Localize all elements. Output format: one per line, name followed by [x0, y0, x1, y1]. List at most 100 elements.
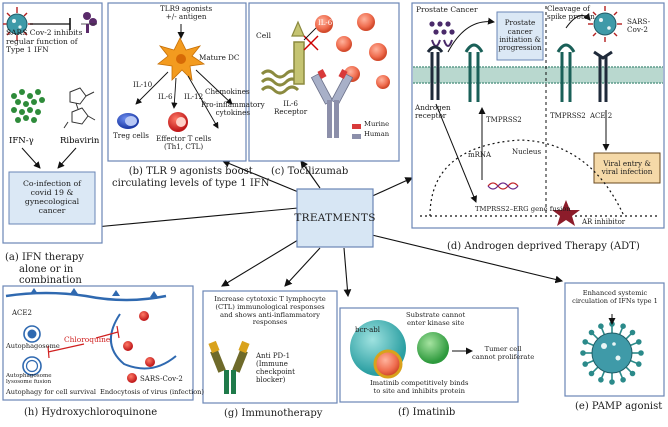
caption-hcq: (h) Hydroxychloroquinone: [24, 407, 158, 418]
androgen-molecules-icon: [429, 21, 455, 47]
caption-imatinib: (f) Imatinib: [398, 407, 456, 418]
il6-molecule-icon: [303, 15, 333, 51]
virus-spike-tip: [582, 361, 589, 367]
coinfection-box: Co-infection of covid 19 & gynecological…: [22, 179, 82, 215]
connector-arrows: [83, 159, 564, 298]
ar-inhibitor-star-icon: [552, 200, 580, 226]
dendritic-cell-icon: [157, 37, 206, 82]
il6-ball-label: IL-6: [318, 19, 333, 27]
virus-spike-tip: [598, 376, 604, 383]
treatments-label: TREATMENTS: [294, 211, 376, 224]
virus-spike-tip: [609, 379, 615, 385]
ribavirin-molecule-icon: [63, 87, 96, 129]
virus-spike-tip: [629, 370, 636, 377]
cleavage-label: Cleavage of spike protein: [547, 4, 595, 22]
panel-immunotherapy: [202, 290, 338, 404]
human-label: Human: [364, 130, 390, 138]
sars-cov2-virus-icon: [3, 7, 33, 41]
tmprss2-left-label: TMPRSS2: [486, 116, 522, 124]
il12-label: IL-12: [184, 92, 204, 101]
mature-dc-label: Mature DC: [199, 53, 240, 62]
caption-adt: (d) Androgen deprived Therapy (ADT): [447, 241, 640, 252]
androgen-receptor-label: Androgen receptor: [415, 103, 451, 121]
ifn-inhibition-icon: [30, 12, 97, 33]
virus-spike-tip: [629, 329, 636, 336]
virus-spike-tip: [588, 329, 595, 336]
dna-fusion-icon: [487, 182, 519, 190]
caption-pamp: (e) PAMP agonist: [575, 401, 663, 412]
sars-inhibits-ifn-text: SARS Cov-2 inhibits regular function of …: [6, 28, 83, 55]
tocilizumab-antibody-icon: [310, 69, 354, 138]
il10-label: IL-10: [133, 80, 153, 89]
sars-cov2-label: SARS- Cov-2: [627, 17, 651, 35]
tmprss2-right-icon: [556, 43, 576, 102]
caption-tocilizumab: (c) Tocilizumab: [271, 166, 349, 177]
cell-membrane: [413, 66, 663, 84]
endocytosis-label: Endocytosis of virus (infection): [100, 388, 204, 396]
panel-pamp: [564, 282, 665, 397]
il6-receptor-icon: [260, 20, 305, 95]
human-legend-swatch: [352, 134, 361, 139]
virus-spike-tip: [635, 339, 642, 345]
caption-tlr9: (b) TLR 9 agonists boost circulating lev…: [112, 166, 270, 189]
effector-t-cells-label: Effector T cells (Th1, CTL): [156, 134, 212, 152]
anti-pd1-label: Anti PD-1 (Immune checkpoint blocker): [256, 352, 295, 385]
imatinib-binds-label: Imatinib competitively binds to site and…: [370, 379, 469, 395]
murine-legend-swatch: [352, 124, 361, 129]
autophagosome-icon: [22, 325, 42, 376]
ctl-response-text: Increase cytotoxic T lymphocyte (CTL) im…: [214, 295, 326, 327]
tmprss2-left-icon: [464, 43, 484, 102]
virus-spike-tip: [580, 350, 586, 356]
murine-label: Murine: [364, 120, 390, 128]
sars-cov2-label: SARS-Cov-2: [140, 375, 183, 383]
pamp-virus-icon: [580, 321, 644, 385]
virus-spike-tip: [620, 376, 626, 383]
chemokines-label: Chemokines: [205, 87, 250, 96]
panel-imatinib: [339, 307, 519, 403]
panel-tocilizumab: [248, 2, 400, 162]
tmprss2-erg-fusion-label: TMPRSS2–ERG gene fusion: [475, 205, 571, 213]
panel-ifn: IFN-γ Ribavirin: [2, 2, 103, 244]
cell-label: Cell: [256, 31, 271, 40]
autophagy-survival-label: Autophagy for cell survival: [6, 388, 97, 396]
caption-ifn: (a) IFN therapy alone or in combination: [5, 252, 84, 286]
ace2-label: ACE 2: [590, 112, 613, 120]
ribavirin-label: Ribavirin: [60, 136, 100, 146]
sars-virus-particles-icon: [123, 311, 155, 383]
proinflammatory-label: Pro-inflammatory cytokines: [201, 100, 265, 118]
substrate-label: Substrate cannot enter kinase site: [406, 311, 466, 327]
viral-entry-box: Viral entry & viral infection: [601, 158, 653, 176]
sars-cov2-virus-icon: [588, 6, 622, 42]
anti-pd1-antibody-icon: [208, 340, 250, 394]
pamp-text: Enhanced systemic circulation of IFNs ty…: [572, 289, 658, 305]
ifn-gamma-molecules-icon: [11, 89, 45, 123]
chloroquine-inhibition: [47, 325, 120, 359]
virus-spike-tip: [588, 370, 595, 377]
nucleus-label: Nucleus: [512, 148, 542, 156]
treg-label: Treg cells: [113, 131, 149, 140]
virus-spike-tip: [620, 323, 626, 330]
caption-immunotherapy: (g) Immunotherapy: [224, 408, 323, 419]
panel-adt: [411, 2, 665, 229]
androgen-receptor-icon: [426, 45, 444, 100]
il6-label: IL-6: [158, 92, 173, 101]
ace2-receptor-icon: [593, 50, 613, 102]
mrna-label: mRNA: [468, 151, 492, 159]
tumer-cell-label: Tumer cell cannot proliferate: [472, 345, 535, 361]
autophagosome-label: Autophagosome: [6, 342, 60, 350]
effector-t-cell-icon: [168, 112, 188, 132]
virus-spike-tip: [582, 339, 589, 345]
ar-inhibitor-label: AR inhibitor: [582, 218, 626, 226]
ace2-receptor-icons: [30, 288, 158, 297]
virus-spike-tip: [638, 350, 644, 356]
panel-hcq: [2, 285, 194, 401]
chloroquine-label: Chloroquine: [64, 335, 111, 344]
virus-spike-tip: [598, 323, 604, 330]
treg-cell-icon: [117, 113, 139, 129]
ifn-gamma-label: IFN-γ: [9, 136, 34, 146]
tlr9-agonists-label: TLR9 agonists +/- antigen: [160, 4, 213, 22]
substrate-molecule-icon: [417, 332, 449, 364]
il6-receptor-label: IL-6 Receptor: [274, 99, 308, 117]
prostate-cancer-label: Prostate Cancer: [416, 5, 478, 14]
